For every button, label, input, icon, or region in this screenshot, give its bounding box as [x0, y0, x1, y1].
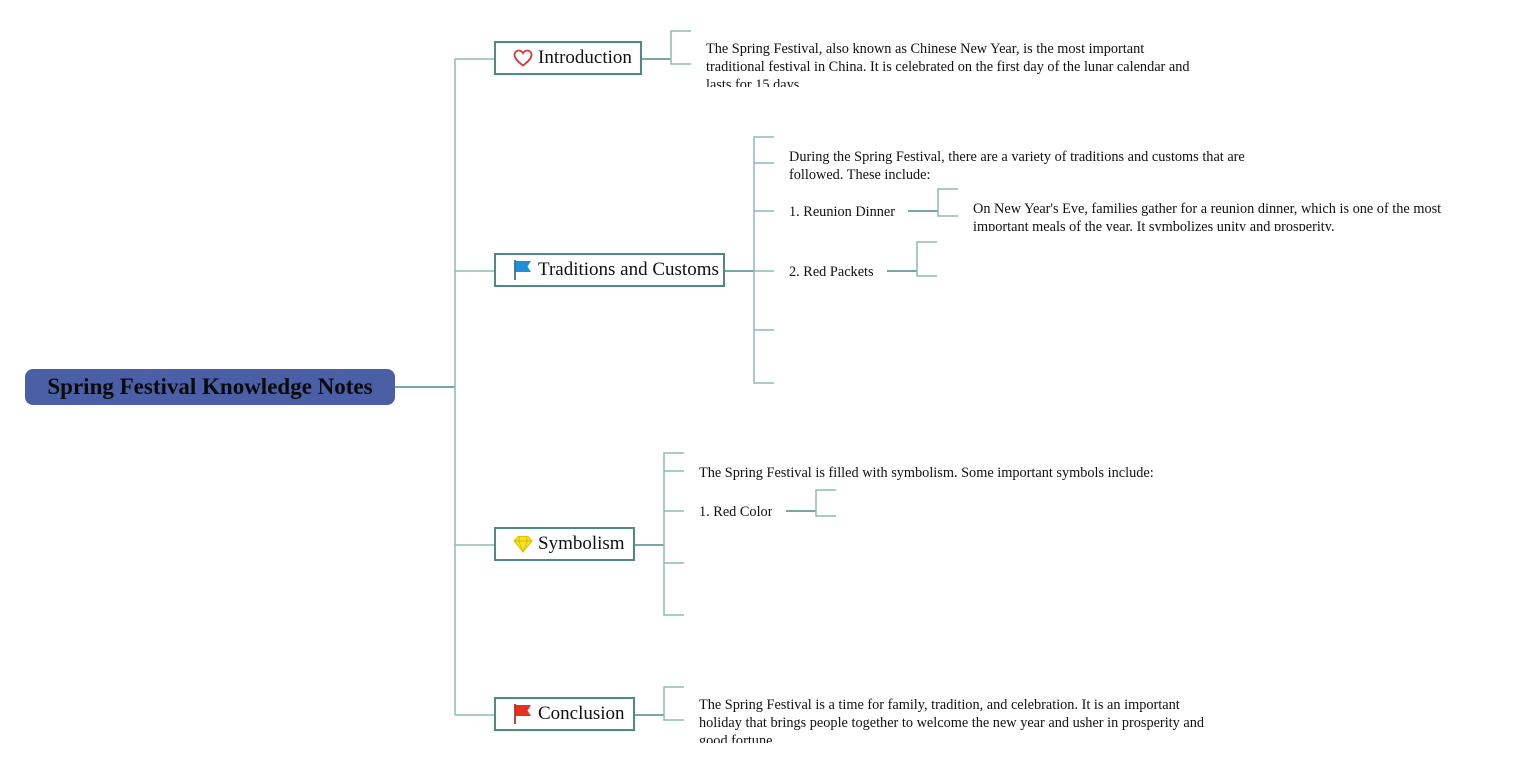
redcolor-bracket: [815, 489, 836, 517]
root-title: Spring Festival Knowledge Notes: [47, 374, 373, 399]
intro-child-bracket: [670, 30, 691, 65]
red-flag-icon: [513, 704, 533, 724]
reunion-bracket: [937, 188, 958, 217]
branch-label-traditions: Traditions and Customs: [538, 259, 719, 280]
branch-label-symbolism: Symbolism: [538, 533, 625, 554]
symbolism-child-bracket: [663, 452, 684, 616]
branch-introduction[interactable]: Introduction: [494, 41, 642, 75]
branch-label-introduction: Introduction: [538, 47, 632, 68]
conclusion-text: The Spring Festival is a time for family…: [699, 697, 1205, 743]
reunion-dinner-detail: On New Year's Eve, families gather for a…: [973, 201, 1442, 231]
traditions-item-reunion-dinner[interactable]: 1. Reunion Dinner: [789, 204, 896, 220]
symbolism-intro-text: The Spring Festival is filled with symbo…: [699, 465, 1154, 481]
traditions-child-bracket: [753, 136, 774, 384]
branch-label-conclusion: Conclusion: [538, 703, 625, 724]
traditions-item-red-packets[interactable]: 2. Red Packets: [789, 264, 874, 280]
heart-outline-icon: [513, 48, 533, 68]
branch-symbolism[interactable]: Symbolism: [494, 527, 635, 561]
introduction-text: The Spring Festival, also known as Chine…: [706, 41, 1190, 87]
blue-flag-icon: [513, 260, 533, 280]
branch-traditions-and-customs[interactable]: Traditions and Customs: [494, 253, 725, 287]
traditions-intro-text: During the Spring Festival, there are a …: [789, 149, 1245, 183]
root-node[interactable]: Spring Festival Knowledge Notes: [25, 369, 395, 405]
conclusion-child-bracket: [663, 686, 684, 721]
symbolism-item-red-color[interactable]: 1. Red Color: [699, 504, 773, 520]
redpackets-bracket: [916, 241, 937, 277]
yellow-diamond-icon: [513, 534, 533, 554]
branch-conclusion[interactable]: Conclusion: [494, 697, 635, 731]
